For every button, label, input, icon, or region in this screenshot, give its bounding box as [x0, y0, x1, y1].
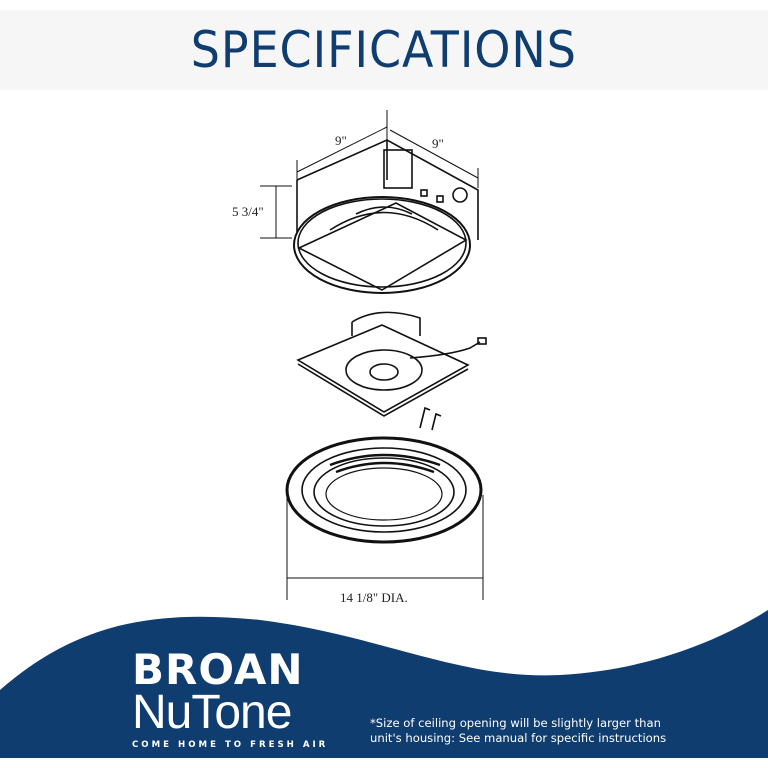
brand-wave-band	[0, 610, 768, 758]
tagline: COME HOME TO FRESH AIR	[132, 740, 329, 750]
brand-bottom: NuTone	[132, 686, 292, 739]
housing-width-label: 9"	[335, 133, 347, 148]
housing-drawing	[293, 139, 479, 294]
fan-plate-drawing	[296, 311, 487, 417]
dimension-lines	[260, 110, 484, 600]
housing-height-label: 5 3/4"	[232, 204, 264, 219]
dimension-labels: 9" 9" 5 3/4" 14 1/8" DIA.	[232, 133, 444, 605]
broan-nutone-logo: BROAN NuTone COME HOME TO FRESH AIR	[132, 645, 332, 751]
exploded-diagram: 9" 9" 5 3/4" 14 1/8" DIA.	[232, 110, 487, 605]
note-line-1: *Size of ceiling opening will be slightl…	[370, 716, 661, 730]
grille-drawing	[285, 406, 483, 544]
header-band: SPECIFICATIONS	[0, 10, 768, 90]
brand-top: BROAN	[132, 645, 304, 694]
grille-diameter-label: 14 1/8" DIA.	[340, 590, 408, 605]
note-line-2: unit's housing: See manual for specific …	[370, 731, 667, 745]
ceiling-opening-note: *Size of ceiling opening will be slightl…	[370, 716, 700, 746]
page-title: SPECIFICATIONS	[190, 21, 578, 79]
housing-depth-label: 9"	[432, 136, 444, 151]
